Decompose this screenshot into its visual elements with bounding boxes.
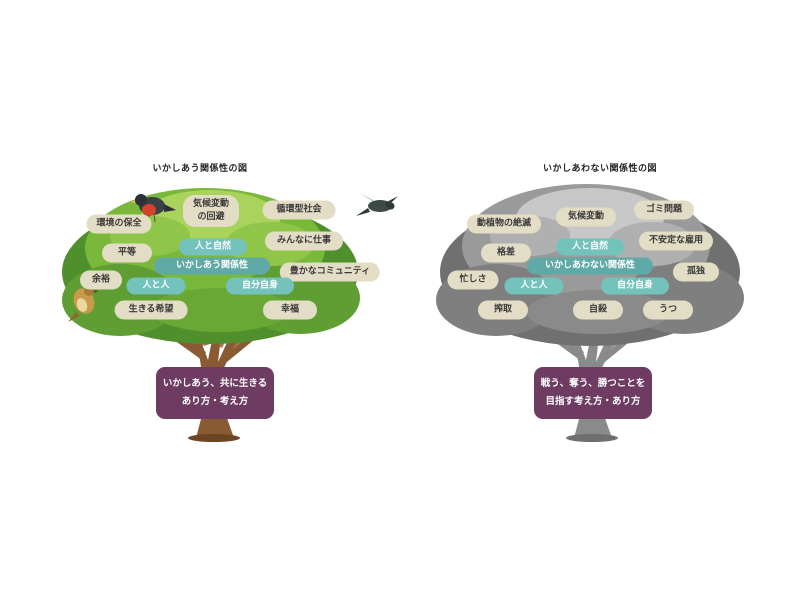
node-suicide: 自殺 — [572, 300, 624, 320]
tree-left-diagram: いかしあう関係性の図 環境の保全 気候変動 の回避 循環型社会 平等 みんなに仕… — [62, 164, 398, 442]
node-happiness: 幸福 — [262, 300, 318, 320]
node-climate-change-avoidance: 気候変動 の回避 — [182, 194, 240, 228]
node-self-right: 自分自身 — [600, 277, 670, 295]
tree-left-illustration — [62, 188, 398, 442]
node-loneliness: 孤独 — [672, 262, 720, 282]
node-non-mutual-relationship: いかしあわない関係性 — [526, 257, 654, 275]
tree-right-root-text: 戦う、奪う、勝つことを 目指す考え方・あり方 — [540, 377, 646, 407]
tree-right-title: いかしあわない関係性の図 — [542, 164, 657, 174]
node-equality: 平等 — [101, 243, 153, 263]
node-hope-for-living: 生きる希望 — [114, 300, 188, 320]
node-mutual-vitality-relationship: いかしあう関係性 — [153, 257, 271, 275]
node-person-and-nature-right: 人と自然 — [555, 238, 625, 256]
node-garbage-problem: ゴミ問題 — [633, 200, 695, 220]
node-rich-community: 豊かなコミュニティ — [279, 262, 381, 282]
tree-right-root-box: 戦う、奪う、勝つことを 目指す考え方・あり方 — [534, 367, 652, 419]
node-leeway: 余裕 — [79, 270, 123, 290]
tree-left-root-box: いかしあう、共に生きる あり方・考え方 — [156, 367, 274, 419]
node-environmental-protection: 環境の保全 — [86, 214, 152, 234]
robin-bird-icon — [130, 194, 176, 223]
node-self: 自分自身 — [225, 277, 295, 295]
node-person-and-person-right: 人と人 — [504, 277, 564, 295]
node-inequality: 格差 — [480, 243, 532, 263]
node-circular-society: 循環型社会 — [262, 200, 336, 220]
node-person-and-nature: 人と自然 — [178, 238, 248, 256]
node-jobs-for-all: みんなに仕事 — [264, 231, 344, 251]
node-busyness: 忙しさ — [447, 270, 499, 290]
node-species-extinction: 動植物の絶滅 — [466, 214, 542, 234]
node-unstable-employment: 不安定な雇用 — [638, 231, 714, 251]
tree-left-title: いかしあう関係性の図 — [152, 164, 248, 174]
node-climate-change: 気候変動 — [555, 207, 617, 227]
swallow-bird-icon — [356, 192, 398, 216]
node-depression: うつ — [642, 300, 694, 320]
tree-right-diagram: いかしあわない関係性の図 動植物の絶滅 気候変動 ゴミ問題 格差 不安定な雇用 … — [400, 0, 800, 600]
node-person-and-person: 人と人 — [126, 277, 186, 295]
node-exploitation: 搾取 — [477, 300, 529, 320]
tree-left-root-text: いかしあう、共に生きる あり方・考え方 — [162, 377, 268, 407]
